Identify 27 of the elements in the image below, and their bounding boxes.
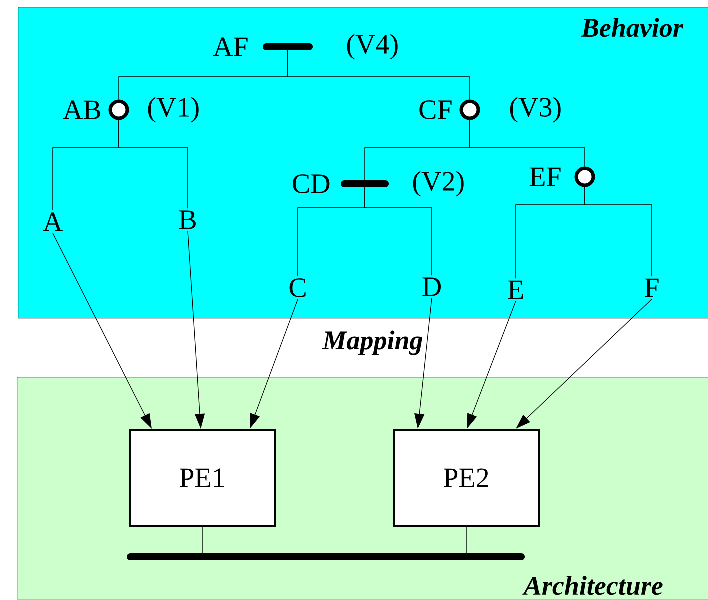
connector-line	[466, 526, 467, 554]
operator-label: CD	[293, 174, 330, 194]
processor-box: PE1	[129, 429, 276, 527]
operator-label: (V1)	[148, 97, 199, 123]
panel-title: Architecture	[522, 576, 663, 596]
arrow	[516, 299, 652, 429]
operator-label: AF	[213, 38, 248, 56]
connector-line	[202, 526, 203, 554]
connector-line	[118, 120, 188, 209]
bar-symbol	[127, 554, 525, 560]
connector-line	[470, 120, 586, 168]
leaf-label: A	[43, 212, 63, 232]
operator-label: AB	[63, 100, 100, 120]
operator-label: CF	[420, 100, 452, 120]
leaf-label: E	[508, 280, 524, 300]
connector-line	[584, 186, 652, 277]
operator-label: (V2)	[413, 171, 464, 197]
leaf-label: F	[645, 278, 659, 298]
leaf-label: B	[179, 210, 196, 230]
panel-title: Behavior	[581, 18, 684, 38]
section-label: Mapping	[322, 330, 423, 356]
leaf-label: D	[422, 278, 441, 296]
processor-box: PE2	[393, 429, 540, 527]
operator-label: (V3)	[510, 97, 561, 123]
leaf-label: C	[290, 278, 306, 298]
operator-label: EF	[530, 168, 561, 186]
operator-label: (V4)	[347, 34, 398, 60]
